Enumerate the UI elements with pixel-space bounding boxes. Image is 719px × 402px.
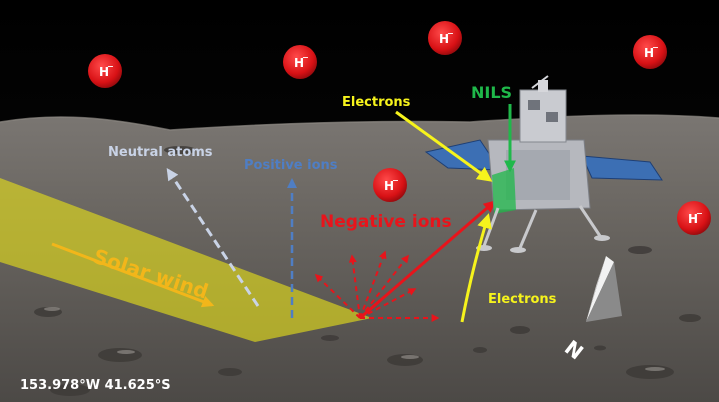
positive-ions-label: Positive ions bbox=[244, 158, 338, 173]
h-ion-icon bbox=[88, 54, 122, 88]
h-ion-charge: − bbox=[302, 53, 309, 62]
neutral-atoms-label: Neutral atoms bbox=[108, 145, 213, 160]
h-ion-charge: − bbox=[107, 62, 114, 71]
electrons-bottom-label: Electrons bbox=[488, 292, 557, 307]
solar-wind-arrow bbox=[51, 242, 215, 308]
h-ion-charge: − bbox=[696, 209, 703, 218]
electrons-top-label: Electrons bbox=[342, 95, 411, 110]
negative-ions-main-arrow bbox=[359, 200, 496, 320]
surface-highlights bbox=[44, 307, 665, 371]
h-ion-symbol: H bbox=[384, 179, 394, 193]
h-ion-symbol: H bbox=[99, 65, 109, 79]
h-ion-icon bbox=[283, 45, 317, 79]
h-ion-charge: − bbox=[652, 43, 659, 52]
h-ion-symbol: H bbox=[644, 46, 654, 60]
h-ion-icon bbox=[677, 201, 711, 235]
compass-north-arrow bbox=[586, 256, 622, 322]
h-ion-symbol: H bbox=[294, 56, 304, 70]
negative-ions-scatter-arrows bbox=[314, 250, 440, 322]
h-ion-2: H− bbox=[283, 45, 317, 79]
h-ion-5: H− bbox=[373, 168, 407, 202]
h-ion-icon bbox=[633, 35, 667, 69]
h-ion-6: H− bbox=[677, 201, 711, 235]
electrons-bottom-arrow bbox=[460, 213, 492, 323]
coordinates-label: 153.978°W 41.625°S bbox=[20, 378, 171, 393]
horizon-line bbox=[0, 114, 719, 131]
h-ion-icon bbox=[373, 168, 407, 202]
solar-wind-beam bbox=[0, 178, 372, 342]
h-ion-symbol: H bbox=[688, 212, 698, 226]
lunar-lander bbox=[424, 75, 663, 253]
h-ion-symbol: H bbox=[439, 32, 449, 46]
nils-label: NILS bbox=[471, 83, 512, 102]
h-ion-3: H− bbox=[428, 21, 462, 55]
electrons-top-arrow bbox=[395, 110, 493, 182]
negative-ions-label: Negative ions bbox=[320, 212, 452, 232]
h-ion-1: H− bbox=[88, 54, 122, 88]
h-ion-charge: − bbox=[447, 29, 454, 38]
h-ion-charge: − bbox=[392, 176, 399, 185]
h-ion-icon bbox=[428, 21, 462, 55]
h-ion-4: H− bbox=[633, 35, 667, 69]
